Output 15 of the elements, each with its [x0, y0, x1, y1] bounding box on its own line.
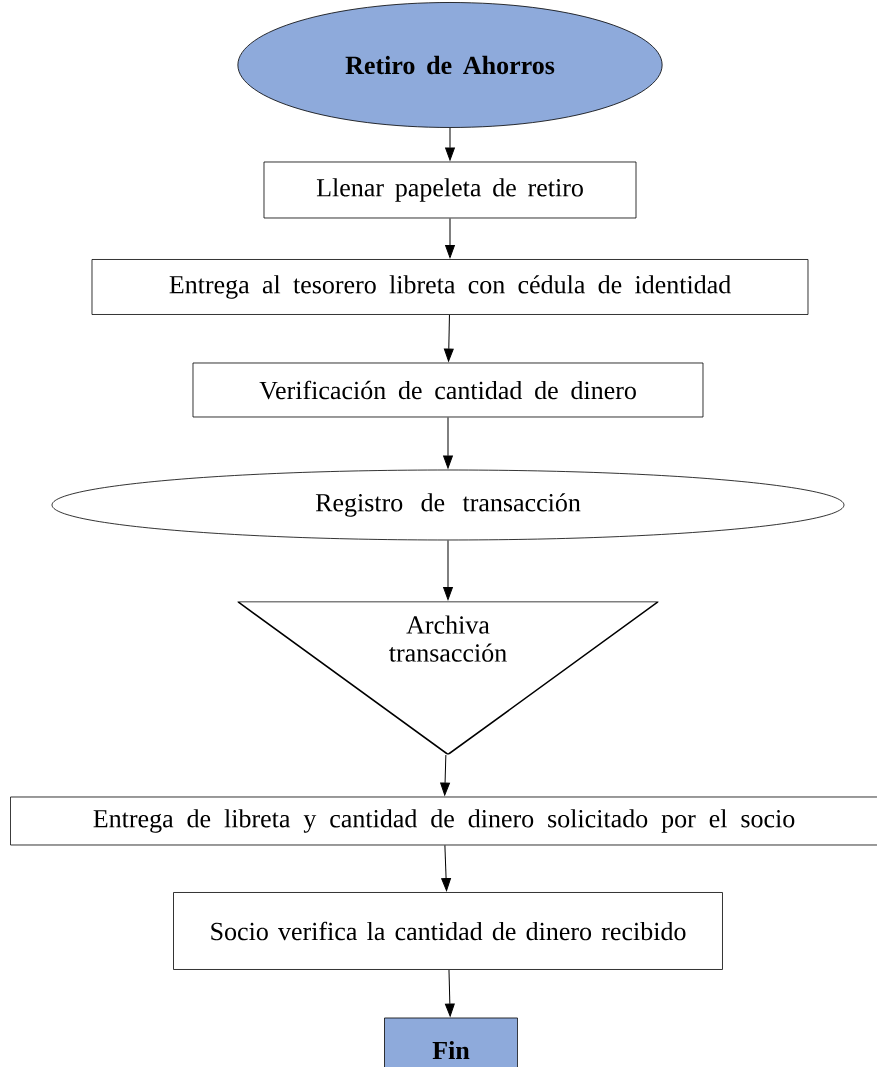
- arrow: [445, 127, 455, 161]
- process-box: Socio verifica la cantidad de dinero recibido: [173, 892, 723, 970]
- arrow: [441, 844, 451, 892]
- archive-triangle: Archiva transacción: [237, 601, 659, 755]
- process-box: Verificación de cantidad de dinero: [192, 362, 704, 418]
- arrow: [443, 416, 453, 469]
- process-box: Llenar papeleta de retiro: [263, 161, 637, 219]
- arrow: [440, 754, 450, 796]
- arrow: [444, 969, 455, 1017]
- process-box: Entrega al tesorero libreta con cédula de identidad: [91, 259, 809, 315]
- arrow: [443, 314, 454, 362]
- arrow: [443, 539, 453, 601]
- end-box: Fin: [384, 1017, 518, 1067]
- process-box: Entrega de libreta y cantidad de dinero solicitado por el socio: [10, 796, 877, 846]
- arrow: [445, 217, 455, 259]
